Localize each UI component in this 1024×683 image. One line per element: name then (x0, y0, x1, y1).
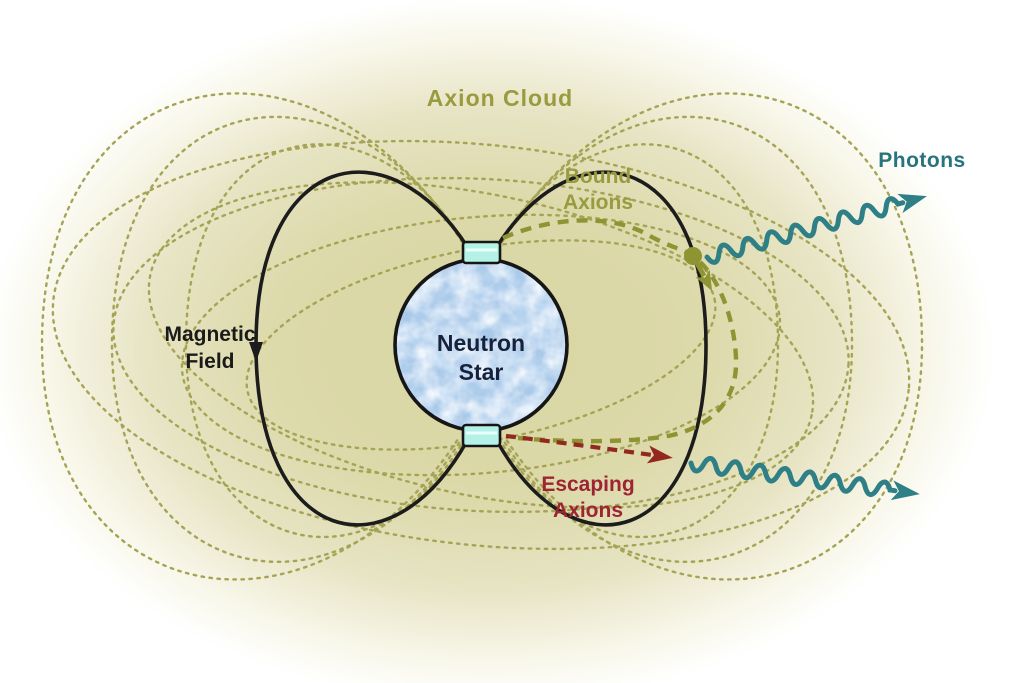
escaping-axions-label-line1: Escaping (541, 473, 634, 496)
escaping-axion-arrow (505, 433, 673, 464)
axion-kick-arrow (694, 261, 713, 291)
magnetic-field-label-line2: Field (185, 350, 234, 373)
neutron-star-label-line2: Star (459, 359, 504, 385)
bound-axions-label-line2: Axions (563, 191, 633, 214)
magnetic-field-label-line1: Magnetic (164, 323, 255, 346)
photon-wave-bottom (688, 455, 920, 501)
escaping-axions-label-line2: Axions (553, 499, 623, 522)
photon-wave-top (704, 193, 927, 265)
polar-cap-bottom (461, 423, 502, 448)
axion-conversion-point (684, 247, 702, 265)
field-direction-arrow (249, 342, 263, 362)
photons-label: Photons (878, 149, 966, 172)
bound-axion-trajectory (502, 218, 739, 444)
bound-axions-label-line1: Bound (565, 165, 631, 188)
neutron-star-label-line1: Neutron (437, 330, 525, 356)
polar-caps (461, 240, 502, 448)
neutron-star (393, 257, 569, 433)
axion-cloud-label: Axion Cloud (427, 85, 573, 111)
polar-cap-top (461, 240, 502, 265)
axion-cloud-field-loops (40, 92, 924, 581)
magnetic-field-lines (249, 170, 708, 527)
